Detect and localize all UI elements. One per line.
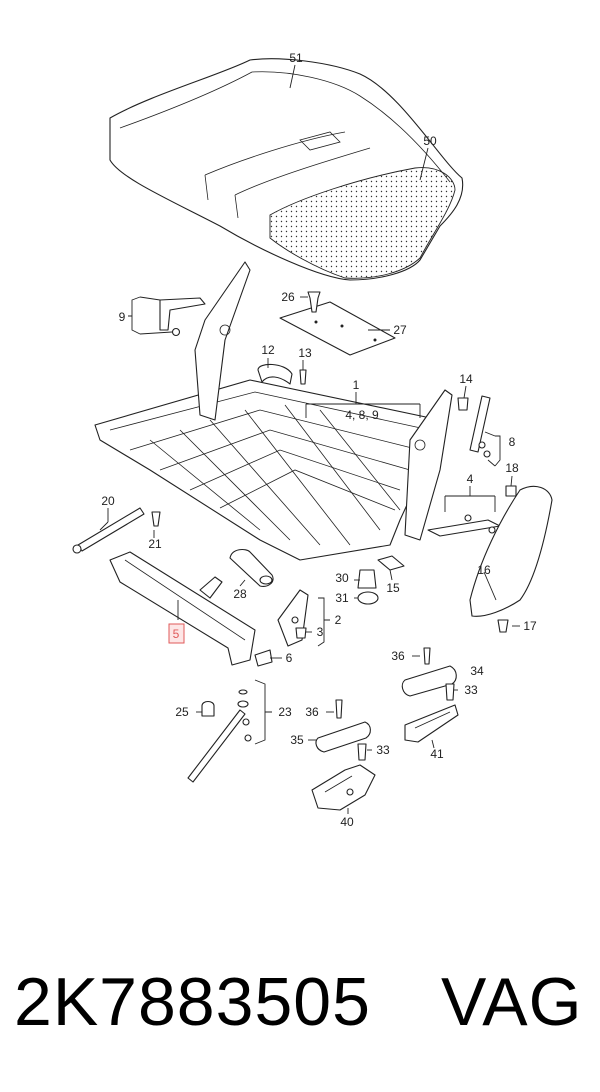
callout-12[interactable]: 12 [261,343,275,357]
callout-4-8-9[interactable]: 4, 8, 9 [345,408,379,422]
callout-27[interactable]: 27 [393,323,407,337]
callout-31[interactable]: 31 [335,591,349,605]
strap-12-part [257,363,307,385]
callout-36-upper[interactable]: 36 [391,649,405,663]
bushing-25-part [201,700,215,717]
callout-26[interactable]: 26 [281,290,295,304]
hinge-2-part [277,589,309,647]
rod-4-part [427,514,501,537]
label-15-part [377,555,405,571]
callout-13[interactable]: 13 [298,346,312,360]
cap-31-part [357,591,379,605]
cover-panel-part [279,291,396,356]
seat-frame-part [94,261,453,561]
callout-20[interactable]: 20 [101,494,115,508]
callout-51[interactable]: 51 [289,51,303,65]
callout-2[interactable]: 2 [335,613,342,627]
callout-15[interactable]: 15 [386,581,400,595]
callout-8[interactable]: 8 [509,435,516,449]
callout-4[interactable]: 4 [467,472,474,486]
spring-rod-23-part [187,689,252,783]
foam-roll-28-part [229,548,274,587]
seat-cushion-part [109,58,464,281]
callout-21[interactable]: 21 [148,537,162,551]
latch-40-part [311,764,376,811]
lever-8-part [457,395,517,497]
cross-tube-5-part [109,551,273,667]
callout-33-upper[interactable]: 33 [464,683,478,697]
brand-text: VAG [441,964,583,1040]
side-trim-16-part [469,485,553,633]
bracket-41-part [404,704,459,743]
callout-40[interactable]: 40 [340,815,354,829]
callout-36-lower[interactable]: 36 [305,705,319,719]
callout-14[interactable]: 14 [459,372,473,386]
callout-labels: 51 50 26 27 9 12 13 1 4, 8, 9 14 8 18 4 … [101,51,537,829]
callout-41[interactable]: 41 [430,747,444,761]
selected-part-highlight [168,623,185,644]
handle-35-part [315,699,371,761]
callout-17[interactable]: 17 [523,619,537,633]
callout-1[interactable]: 1 [353,378,360,392]
callout-6[interactable]: 6 [286,651,293,665]
callout-50[interactable]: 50 [423,134,437,148]
gas-strut-20-part [72,507,161,554]
callout-9[interactable]: 9 [119,310,126,324]
callout-5-selected[interactable]: 5 [173,627,180,641]
callout-25[interactable]: 25 [175,705,189,719]
callout-18[interactable]: 18 [505,461,519,475]
release-handle-34-part [401,647,457,701]
callout-3[interactable]: 3 [317,625,324,639]
callout-23[interactable]: 23 [278,705,292,719]
callout-35[interactable]: 35 [290,733,304,747]
leader-lines [99,64,520,814]
cap-30-part [357,569,377,589]
callout-34[interactable]: 34 [470,664,484,678]
callout-33-lower[interactable]: 33 [376,743,390,757]
bracket-9-part [159,297,206,337]
part-number-text: 2K7883505 [14,964,371,1040]
callout-28[interactable]: 28 [233,587,247,601]
callout-30[interactable]: 30 [335,571,349,585]
callout-16[interactable]: 16 [477,563,491,577]
exploded-parts-diagram: 51 50 26 27 9 12 13 1 4, 8, 9 14 8 18 4 … [72,51,553,829]
